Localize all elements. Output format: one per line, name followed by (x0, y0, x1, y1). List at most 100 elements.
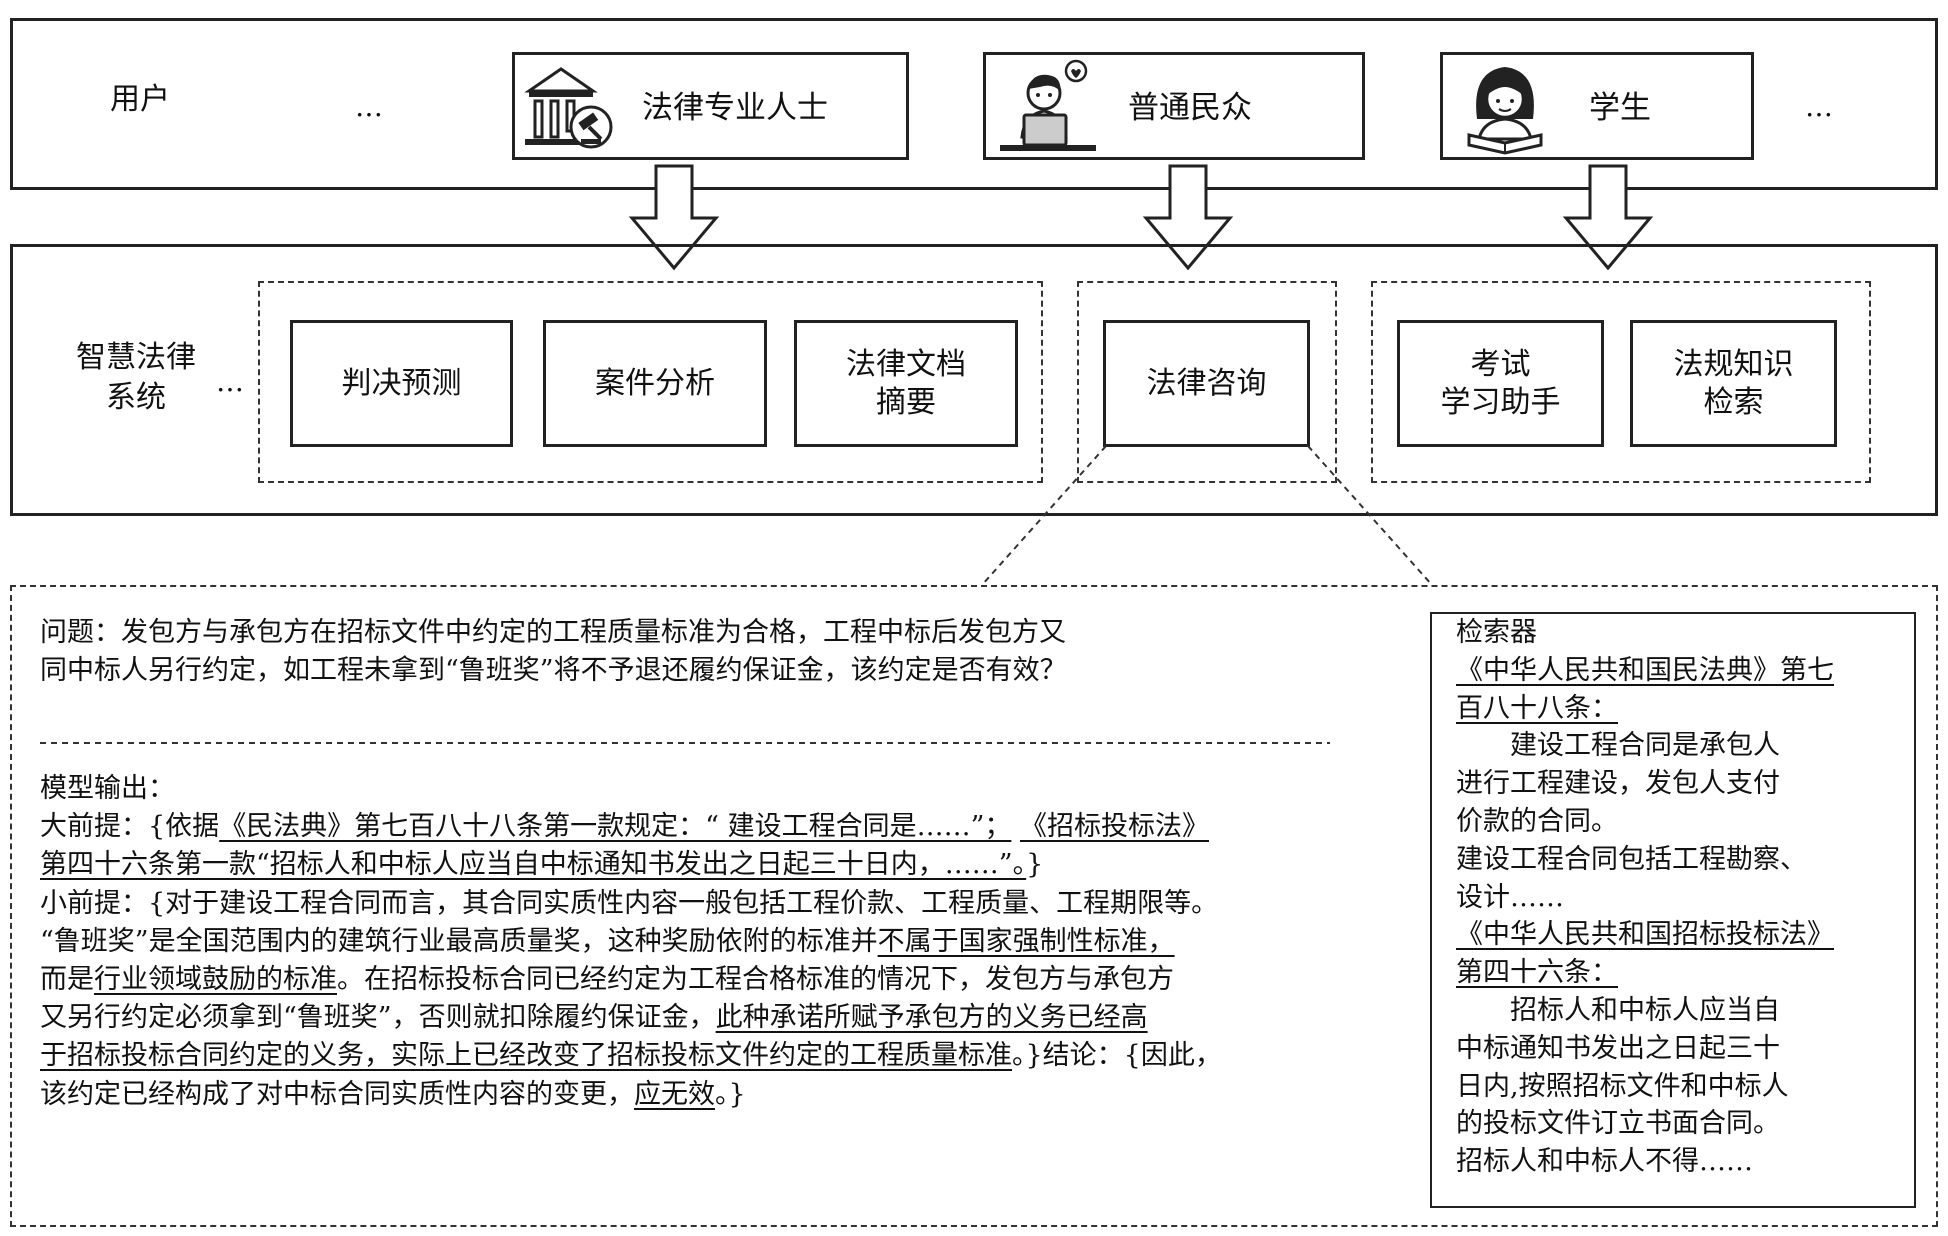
user-box-legal-professional: 法律专业人士 (512, 52, 909, 160)
user-name-legal-professional: 法律专业人士 (642, 90, 828, 126)
output-text-span: 而是 (40, 963, 94, 995)
retriever-body: 《中华人民共和国民法典》第七百八十八条： 建设工程合同是承包人进行工程建设，发包… (1456, 652, 1834, 1181)
module-regulation-retrieval-line2: 检索 (1703, 384, 1764, 420)
output-line: 而是行业领域鼓励的标准。在招标投标合同已经约定为工程合格标准的情况下，发包方与承… (40, 961, 1222, 999)
retriever-text-span: 设计…… (1456, 881, 1564, 913)
student-reading-icon (1467, 67, 1543, 155)
output-cited-span: 不属于国家强制性标准， (877, 925, 1175, 957)
module-case-analysis-label: 案件分析 (595, 365, 715, 401)
output-cited-span: 此种承诺所赋予承包方的义务已经高 (715, 1002, 1148, 1034)
output-line: 小前提：{对于建设工程合同而言，其合同实质性内容一般包括工程价款、工程质量、工程… (40, 885, 1222, 923)
retriever-line: 招标人和中标人不得…… (1456, 1143, 1834, 1181)
section-divider (40, 742, 1330, 744)
module-document-summary-line2: 摘要 (876, 384, 936, 420)
output-cited-span: 《招标投标法》 (1019, 811, 1209, 843)
output-line: 该约定已经构成了对中标合同实质性内容的变更，应无效。} (40, 1076, 1222, 1114)
system-layer-panel (10, 244, 1938, 516)
output-text-span: 。}结论：{因此， (1012, 1040, 1222, 1072)
retriever-text-span: 建设工程合同包括工程勘察、 (1456, 843, 1807, 875)
retriever-line: 中标通知书发出之日起三十 (1456, 1030, 1834, 1068)
output-cited-span: 应无效 (634, 1078, 715, 1110)
user-layer-label: 用户 (110, 82, 170, 117)
retriever-line: 日内,按照招标文件和中标人 (1456, 1068, 1834, 1106)
flow-arrows (628, 164, 1654, 271)
user-name-student: 学生 (1589, 90, 1651, 126)
retriever-cited-span: 《中华人民共和国招标投标法》 (1456, 919, 1834, 951)
retriever-line: 进行工程建设，发包人支付 (1456, 765, 1834, 803)
retriever-line: 百八十八条： (1456, 690, 1834, 728)
module-exam-assistant: 考试 学习助手 (1397, 320, 1604, 447)
module-judgment-prediction-label: 判决预测 (341, 365, 462, 401)
retriever-line: 建设工程合同是承包人 (1456, 727, 1834, 765)
module-exam-assistant-line1: 考试 (1470, 346, 1531, 382)
user-layer-panel (10, 18, 1938, 190)
question-text: 问题：发包方与承包方在招标文件中约定的工程质量标准为合格，工程中标后发包方又 同… (40, 614, 1067, 690)
output-line: 又另行约定必须拿到“鲁班奖”，否则就扣除履约保证金，此种承诺所赋予承包方的义务已… (40, 999, 1222, 1037)
module-group-judgment (258, 281, 1043, 483)
retriever-line: 设计…… (1456, 879, 1834, 917)
user-ellipsis-left: … (355, 90, 385, 123)
module-document-summary: 法律文档 摘要 (794, 320, 1018, 447)
question-line-2: 同中标人另行约定，如工程未拿到“鲁班奖”将不予退还履约保证金，该约定是否有效？ (40, 655, 1067, 687)
retriever-line: 《中华人民共和国招标投标法》 (1456, 916, 1834, 954)
output-text-span (1011, 811, 1020, 842)
retriever-title: 检索器 (1456, 617, 1537, 648)
down-arrow-professional (628, 164, 720, 271)
person-laptop-icon (1000, 59, 1096, 151)
module-legal-consult-label: 法律咨询 (1146, 365, 1267, 401)
module-document-summary-line1: 法律文档 (846, 346, 966, 382)
down-arrow-public (1142, 164, 1234, 271)
module-exam-assistant-line2: 学习助手 (1440, 384, 1561, 420)
retriever-cited-span: 第四十六条： (1456, 957, 1618, 989)
retriever-text-span: 日内,按照招标文件和中标人 (1456, 1070, 1789, 1102)
retriever-box (1430, 612, 1916, 1208)
output-cited-span: 《民法典》第七百八十八条第一款规定：“ 建设工程合同是……”； (219, 811, 1012, 843)
output-text-span: 小前提：{对于建设工程合同而言，其合同实质性内容一般包括工程价款、工程质量、工程… (40, 887, 1219, 919)
retriever-text-span: 中标通知书发出之日起三十 (1456, 1032, 1780, 1064)
retriever-text-span: 的投标文件订立书面合同。 (1456, 1108, 1780, 1140)
module-regulation-retrieval-line1: 法规知识 (1673, 346, 1794, 382)
output-cited-span: 行业领域鼓励的标准 (94, 963, 337, 995)
output-text-span: 该约定已经构成了对中标合同实质性内容的变更， (40, 1078, 634, 1110)
retriever-text-span: 建设工程合同是承包人 (1456, 730, 1780, 762)
retriever-text-span: 招标人和中标人应当自 (1456, 994, 1780, 1026)
output-text-span: 又另行约定必须拿到“鲁班奖”，否则就扣除履约保证金， (40, 1002, 716, 1034)
zoom-connector-lines (981, 445, 1433, 586)
retriever-text-span: 价款的合同。 (1456, 805, 1618, 837)
retriever-line: 《中华人民共和国民法典》第七 (1456, 652, 1834, 690)
output-cited-span: 于招标投标合同约定的义务，实际上已经改变了招标投标文件约定的工程质量标准 (40, 1040, 1012, 1072)
retriever-cited-span: 《中华人民共和国民法典》第七 (1456, 654, 1834, 686)
retriever-content: 检索器 《中华人民共和国民法典》第七百八十八条： 建设工程合同是承包人进行工程建… (1456, 614, 1834, 1181)
module-group-study (1371, 281, 1871, 483)
model-output-label: 模型输出： (40, 773, 175, 804)
output-line: 于招标投标合同约定的义务，实际上已经改变了招标投标文件约定的工程质量标准。}结论… (40, 1037, 1222, 1075)
retriever-line: 的投标文件订立书面合同。 (1456, 1105, 1834, 1143)
consult-detail-panel (10, 585, 1938, 1227)
output-text-span: 。} (715, 1078, 746, 1110)
retriever-line: 招标人和中标人应当自 (1456, 992, 1834, 1030)
system-label-line1: 智慧法律 (76, 340, 196, 375)
down-arrow-student (1562, 164, 1654, 271)
output-cited-span: 第四十六条第一款“招标人和中标人应当自中标通知书发出之日起三十日内，……”。 (40, 849, 1027, 881)
output-line: “鲁班奖”是全国范围内的建筑行业最高质量奖，这种奖励依附的标准并不属于国家强制性… (40, 923, 1222, 961)
output-text-span: 。在招标投标合同已经约定为工程合格标准的情况下，发包方与承包方 (337, 963, 1174, 995)
module-regulation-retrieval: 法规知识 检索 (1630, 320, 1837, 447)
user-box-general-public: 普通民众 (983, 52, 1365, 160)
user-ellipsis-right: … (1805, 90, 1835, 123)
retriever-cited-span: 百八十八条： (1456, 692, 1618, 724)
module-judgment-prediction: 判决预测 (290, 320, 513, 447)
output-line: 第四十六条第一款“招标人和中标人应当自中标通知书发出之日起三十日内，……”。} (40, 846, 1222, 884)
system-ellipsis: … (216, 365, 246, 398)
output-text-span: “鲁班奖”是全国范围内的建筑行业最高质量奖，这种奖励依附的标准并 (40, 925, 878, 957)
model-output-body: 大前提：{依据《民法典》第七百八十八条第一款规定：“ 建设工程合同是……”； 《… (40, 808, 1222, 1114)
courthouse-gavel-icon (524, 67, 613, 149)
output-text-span: } (1026, 849, 1044, 881)
retriever-line: 建设工程合同包括工程勘察、 (1456, 841, 1834, 879)
module-case-analysis: 案件分析 (543, 320, 767, 447)
user-name-general-public: 普通民众 (1128, 90, 1252, 126)
retriever-text-span: 招标人和中标人不得…… (1456, 1146, 1753, 1178)
user-box-student: 学生 (1440, 52, 1754, 160)
retriever-line: 价款的合同。 (1456, 803, 1834, 841)
module-legal-consult: 法律咨询 (1103, 320, 1310, 447)
module-group-consult (1077, 281, 1337, 483)
